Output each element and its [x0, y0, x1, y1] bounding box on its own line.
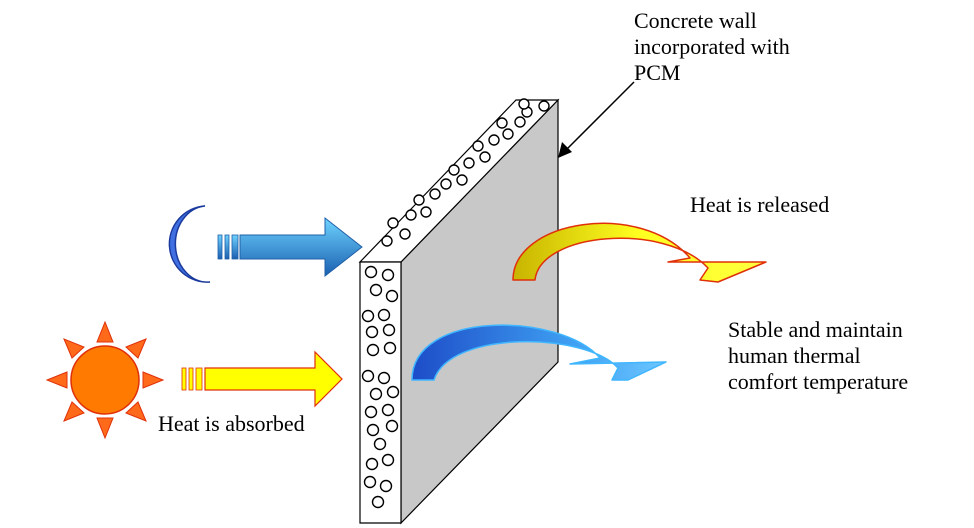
pcm-capsules-front: [361, 265, 400, 509]
wall-label: Concrete wall incorporated with PCM: [634, 8, 790, 86]
stable-temperature-label: Stable and maintain human thermal comfor…: [728, 317, 908, 395]
stable-label-line-1: Stable and maintain: [728, 317, 903, 342]
pcm-capsules-top: [381, 98, 550, 247]
stable-label-line-2: human thermal: [728, 343, 861, 368]
moon-icon: [168, 205, 211, 283]
heat-absorbed-arrow: [181, 350, 343, 408]
stable-label-line-3: comfort temperature: [728, 369, 909, 394]
heat-absorbed-label: Heat is absorbed: [158, 411, 305, 436]
pcm-concrete-wall: [358, 98, 560, 525]
heat-released-arrow: [512, 222, 767, 283]
sun-icon: [45, 320, 165, 440]
cool-stable-arrow: [411, 324, 667, 381]
night-arrow: [217, 216, 363, 278]
wall-label-line-1: Concrete wall: [634, 8, 757, 33]
wall-leader-arrow: [558, 81, 635, 158]
heat-released-label: Heat is released: [690, 192, 830, 217]
wall-label-line-2: incorporated with: [634, 34, 790, 59]
wall-label-line-3: PCM: [634, 60, 681, 85]
